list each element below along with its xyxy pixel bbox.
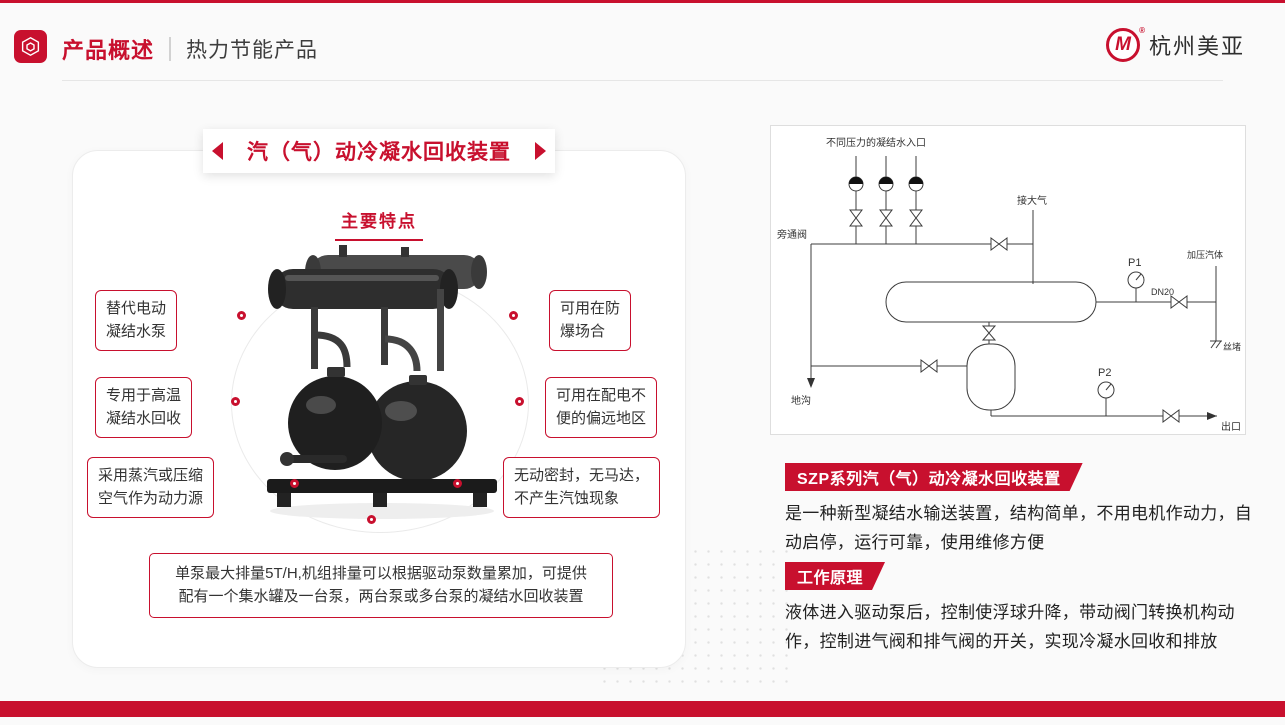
features-heading: 主要特点 — [335, 207, 423, 241]
feature-text: 可用在防 — [560, 300, 621, 317]
connector-dot — [367, 515, 376, 524]
feature-box: 可用在配电不 便的偏远地区 — [545, 377, 658, 438]
banner-right-arrow-icon — [535, 142, 546, 160]
feature-text: 专用于高温 — [106, 387, 182, 404]
header-underline — [62, 80, 1223, 81]
page-subtitle: 热力节能产品 — [186, 39, 319, 62]
diagram-label-p1: P1 — [1128, 257, 1141, 269]
capacity-summary-box: 单泵最大排量5T/H,机组排量可以根据驱动泵数量累加，可提供 配有一个集水罐及一… — [149, 553, 613, 618]
feature-text: 无动密封，无马达， — [514, 467, 650, 484]
series-title-banner: SZP系列汽（气）动冷凝水回收装置 — [785, 463, 1083, 491]
feature-text: 空气作为动力源 — [98, 489, 204, 507]
connector-dot — [509, 311, 518, 320]
brand-logo: M ® 杭州美亚 — [1105, 26, 1245, 62]
principle-description: 液体进入驱动泵后，控制使浮球升降，带动阀门转换机构动作，控制进气阀和排气阀的开关… — [785, 603, 1235, 651]
page-title: 产品概述 — [62, 38, 155, 63]
diagram-label-inlet: 不同压力的凝结水入口 — [826, 136, 926, 149]
diagram-label-bypass: 旁通阀 — [777, 228, 807, 241]
piping-diagram: 不同压力的凝结水入口 接大气 旁通阀 地沟 P1 DN20 加压汽体 丝堵 P2… — [770, 125, 1246, 435]
summary-line: 单泵最大排量5T/H,机组排量可以根据驱动泵数量累加，可提供 — [175, 565, 587, 582]
feature-box: 替代电动 凝结水泵 — [95, 290, 178, 351]
feature-text: 可用在配电不 — [556, 387, 647, 404]
product-photo — [267, 245, 497, 519]
header: 产品概述 热力节能产品 — [62, 33, 318, 65]
brand-name: 杭州美亚 — [1148, 34, 1245, 59]
connector-dot — [231, 397, 240, 406]
features-heading-wrap: 主要特点 — [73, 207, 685, 241]
bottom-accent-bar — [0, 701, 1285, 717]
diagram-label-drain: 地沟 — [791, 394, 811, 407]
connector-dot — [290, 479, 299, 488]
diagram-label-gas: 加压汽体 — [1187, 249, 1223, 260]
diagram-label-atmosphere: 接大气 — [1017, 194, 1047, 207]
feature-box: 专用于高温 凝结水回收 — [95, 377, 193, 438]
connector-dot — [453, 479, 462, 488]
banner-left-arrow-icon — [212, 142, 223, 160]
connector-dot — [515, 397, 524, 406]
feature-text: 采用蒸汽或压缩 — [98, 467, 204, 484]
brand-monogram: M — [1115, 34, 1131, 55]
connector-dot — [237, 311, 246, 320]
diagram-label-outlet: 出口 — [1221, 420, 1241, 433]
series-description: 是一种新型凝结水输送装置，结构简单，不用电机作动力，自动启停，运行可靠，使用维修… — [785, 504, 1253, 552]
feature-text: 凝结水泵 — [106, 322, 167, 340]
product-title: 汽（气）动冷凝水回收装置 — [247, 141, 511, 164]
brand-monogram-icon: M ® — [1105, 26, 1145, 62]
feature-text: 凝结水回收 — [106, 409, 182, 427]
top-accent-line — [0, 0, 1285, 3]
feature-box: 采用蒸汽或压缩 空气作为动力源 — [87, 457, 215, 518]
feature-box: 无动密封，无马达， 不产生汽蚀现象 — [503, 457, 661, 518]
diagram-label-plug: 丝堵 — [1223, 341, 1241, 352]
feature-text: 不产生汽蚀现象 — [514, 489, 620, 507]
feature-text: 爆场合 — [560, 322, 606, 340]
summary-line: 配有一个集水罐及一台泵，两台泵或多台泵的凝结水回收装置 — [178, 588, 584, 606]
principle-title-banner: 工作原理 — [785, 562, 885, 590]
feature-box: 可用在防 爆场合 — [549, 290, 632, 351]
product-card: 汽（气）动冷凝水回收装置 主要特点 — [72, 129, 686, 668]
feature-text: 便的偏远地区 — [556, 409, 647, 427]
feature-text: 替代电动 — [106, 300, 167, 317]
header-divider — [169, 37, 172, 61]
diagram-label-p2: P2 — [1098, 367, 1111, 379]
registered-mark: ® — [1139, 26, 1145, 35]
hexagon-box-icon — [14, 30, 47, 63]
diagram-label-dn20: DN20 — [1151, 287, 1174, 297]
product-title-banner: 汽（气）动冷凝水回收装置 — [203, 129, 555, 173]
